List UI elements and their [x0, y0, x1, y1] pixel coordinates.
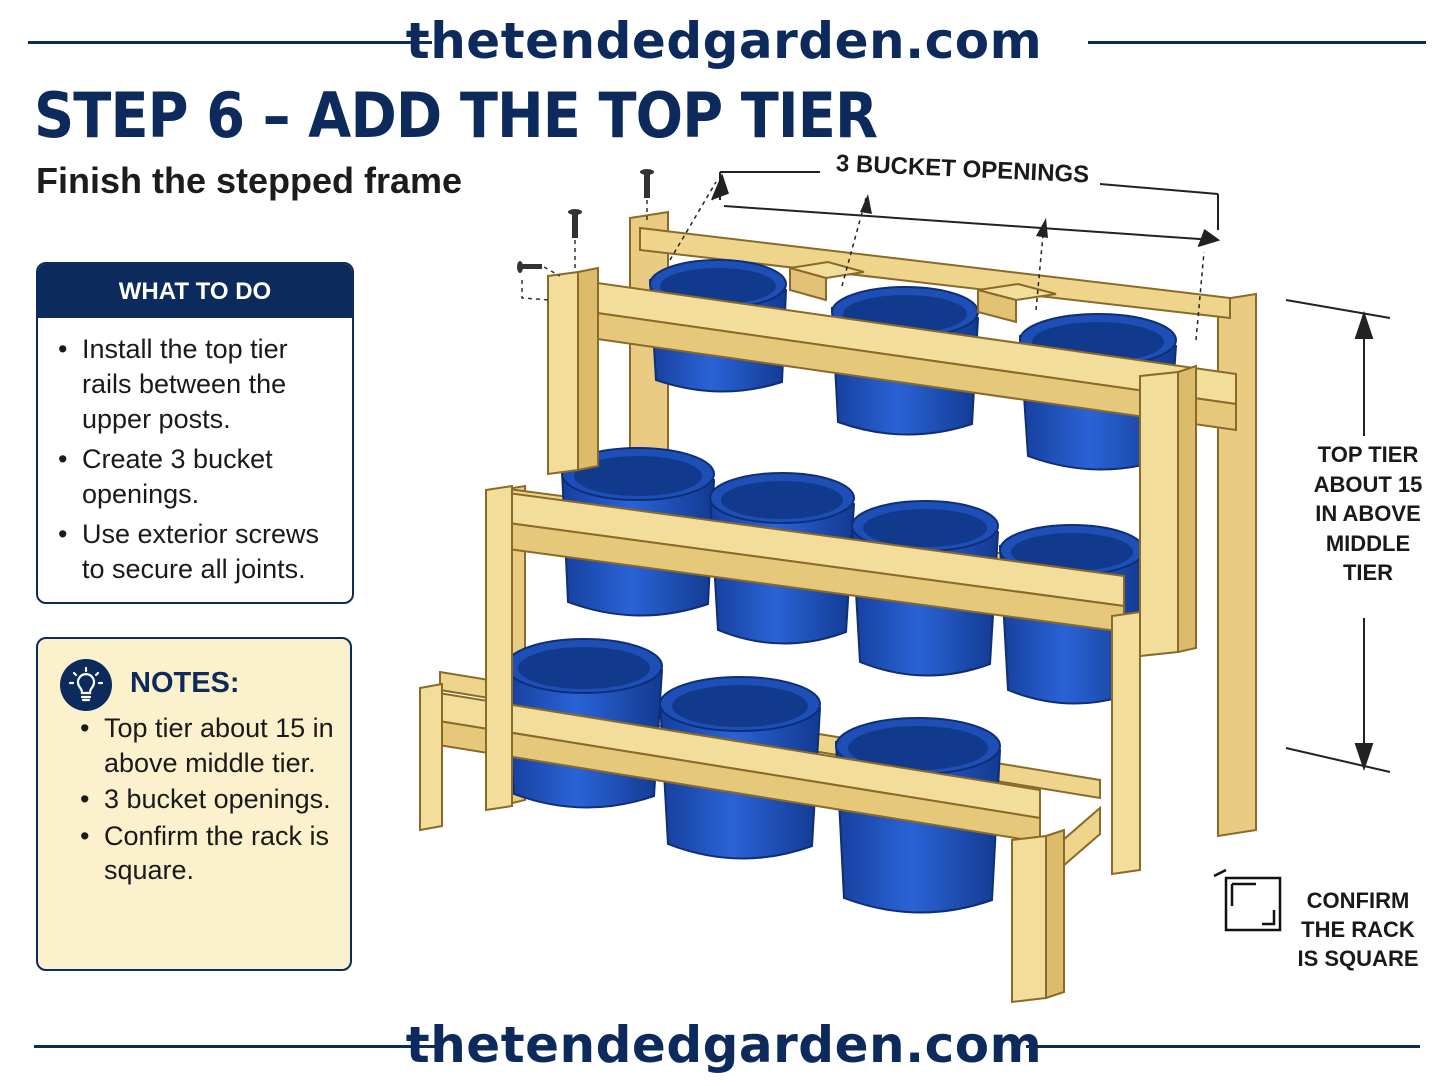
what-to-do-list: •Install the top tier rails between the … [38, 318, 352, 587]
tier-height-label: TOP TIER ABOUT 15 IN ABOVE MIDDLE TIER [1313, 442, 1423, 585]
notes-list: •Top tier about 15 in above middle tier.… [78, 711, 348, 890]
site-brand[interactable]: thetendedgarden.com [405, 12, 1043, 70]
header-rule-left [28, 41, 432, 44]
screw-icon [517, 169, 654, 273]
list-item: •Top tier about 15 in above middle tier. [80, 713, 334, 778]
notes-panel: NOTES: •Top tier about 15 in above middl… [36, 637, 352, 971]
list-item: •Create 3 bucket openings. [58, 444, 273, 509]
page-subtitle: Finish the stepped frame [36, 160, 463, 201]
footer-rule-right [1026, 1045, 1420, 1048]
list-item: •Install the top tier rails between the … [58, 334, 288, 434]
page-title: STEP 6 – ADD THE TOP TIER [34, 79, 878, 152]
dimension-arrow-icon [711, 171, 1221, 247]
bottom-tier-frame [419, 638, 1101, 914]
site-header: thetendedgarden.com [0, 10, 1448, 72]
tier-height-dimension [1285, 299, 1391, 773]
what-to-do-panel: WHAT TO DO •Install the top tier rails b… [36, 262, 354, 604]
list-item: •3 bucket openings. [80, 784, 331, 814]
site-brand[interactable]: thetendedgarden.com [405, 1016, 1043, 1074]
square-corner-icon [1213, 868, 1282, 932]
what-to-do-heading: WHAT TO DO [38, 264, 352, 318]
lightbulb-icon [60, 659, 112, 711]
rack-front-posts [419, 266, 1197, 1004]
footer-rule-left [34, 1045, 438, 1048]
list-item: •Confirm the rack is square. [80, 820, 330, 886]
site-footer: thetendedgarden.com [0, 1014, 1448, 1076]
header-rule-right [1088, 41, 1426, 44]
square-check-label: CONFIRM THE RACK IS SQUARE [1297, 888, 1419, 971]
notes-heading: NOTES: [130, 667, 240, 699]
list-item: •Use exterior screws to secure all joint… [58, 519, 320, 584]
